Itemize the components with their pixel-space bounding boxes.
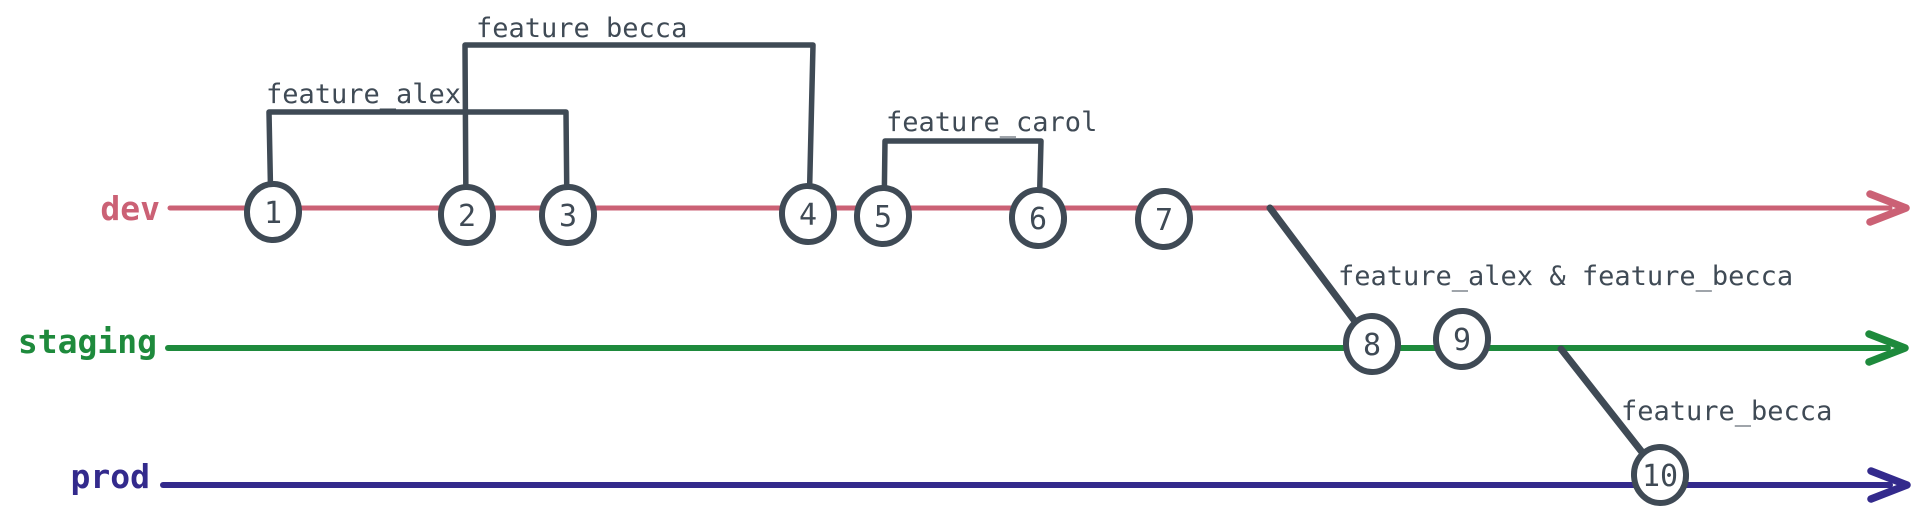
commit-number: 9 [1453,323,1471,358]
merge-label: feature_alex & feature_becca [1338,261,1793,292]
commit-node-6 [1008,187,1068,249]
feature-bracket-label: feature_alex [266,79,461,110]
commit-node-2 [437,184,497,246]
commit-node-7 [1134,188,1194,250]
commit-number: 3 [559,199,577,234]
commit-number: 6 [1029,202,1047,237]
commit-node-4 [778,183,838,245]
commit-node-9 [1432,308,1492,370]
commit-number: 8 [1363,328,1381,363]
commit-node-1 [243,181,303,243]
commit-node-10 [1630,444,1690,506]
branch-label-staging: staging [18,322,157,361]
feature-bracket-label: feature_becca [476,13,687,44]
commit-number: 1 [264,196,282,231]
commit-node-8 [1342,313,1402,375]
commit-node-5 [853,185,913,247]
merge-label: feature_becca [1621,396,1832,427]
commit-node-3 [538,184,598,246]
feature-bracket-feature-carol [881,138,1044,221]
branch-arrowhead-icon-dev [1866,190,1910,226]
branch-arrowhead-icon-prod [1867,467,1911,503]
feature-bracket-feature-becca [462,42,816,218]
commit-number: 5 [874,200,892,235]
feature-bracket-label: feature_carol [886,107,1097,138]
branch-label-dev: dev [100,189,160,228]
feature-bracket-feature-alex [266,109,570,218]
commit-number: 7 [1155,203,1173,238]
branch-arrowhead-icon-staging [1865,330,1909,366]
commit-number: 4 [799,198,817,233]
branch-label-prod: prod [71,457,150,496]
commit-number: 2 [458,199,476,234]
commit-number: 10 [1642,459,1678,494]
